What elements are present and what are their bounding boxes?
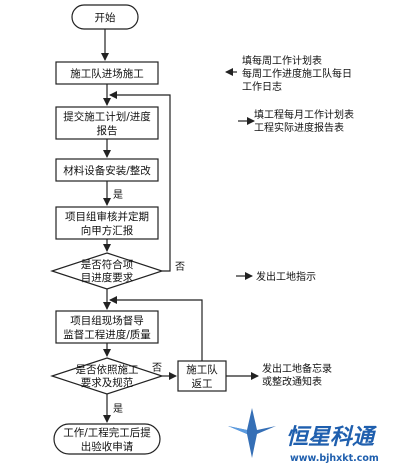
star-logo-icon bbox=[228, 408, 276, 458]
supervise-node: 项目组现场督导 监督工程进度/质量 bbox=[55, 310, 159, 344]
note-weekly: 填每周工作计划表 每周工作进度施工队每日 工作日志 bbox=[225, 54, 352, 93]
rework-label-1: 施工队 bbox=[186, 363, 218, 376]
watermark-logo: 恒星科通 www.bjhxkt.com bbox=[228, 408, 379, 464]
no-label-2: 否 bbox=[152, 362, 162, 374]
submit-plan-node: 提交施工计划/进度 报告 bbox=[55, 106, 159, 140]
watermark-url: www.bjhxkt.com bbox=[290, 453, 379, 464]
yes-label-1: 是 bbox=[113, 189, 123, 201]
note-site-instruction-text: 发出工地指示 bbox=[256, 270, 316, 283]
note-weekly-line-1: 填每周工作计划表 bbox=[242, 54, 322, 67]
rework-label-2: 返工 bbox=[192, 378, 213, 390]
note-site-instruction: 发出工地指示 bbox=[236, 270, 316, 283]
review-label-2: 向甲方汇报 bbox=[81, 224, 134, 237]
decision-spec-node: 是否依照施工 要求及规范 bbox=[50, 357, 164, 395]
install-node: 材料设备安装/整改 bbox=[55, 158, 159, 182]
team-enters-label: 施工队进场施工 bbox=[70, 67, 144, 80]
decision-progress-node: 是否符合项 目进度要求 bbox=[50, 252, 164, 290]
final-node: 工作/工程完工后提 出验收申请 bbox=[53, 423, 161, 455]
note-memo-line-1: 发出工地备忘录 bbox=[262, 362, 332, 375]
note-weekly-line-2: 每周工作进度施工队每日 bbox=[242, 67, 352, 80]
start-label: 开始 bbox=[95, 11, 116, 24]
arrow-rework-to-supervise bbox=[109, 296, 203, 361]
note-monthly: 填工程每月工作计划表 工程实际进度报告表 bbox=[238, 108, 354, 134]
no-label-1: 否 bbox=[175, 261, 185, 273]
arrow-no-loop-to-plan bbox=[109, 91, 171, 272]
supervise-label-2: 监督工程进度/质量 bbox=[63, 328, 151, 341]
note-weekly-line-3: 工作日志 bbox=[242, 80, 282, 93]
decision-progress-label-1: 是否符合项 bbox=[81, 258, 134, 271]
decision-spec-label-2: 要求及规范 bbox=[81, 376, 134, 389]
team-enters-node: 施工队进场施工 bbox=[55, 61, 159, 85]
start-node: 开始 bbox=[71, 4, 139, 30]
note-memo-line-2: 或整改通知表 bbox=[262, 375, 322, 388]
decision-progress-label-2: 目进度要求 bbox=[81, 271, 134, 284]
note-memo: 发出工地备忘录 或整改通知表 bbox=[262, 362, 332, 388]
supervise-label-1: 项目组现场督导 bbox=[70, 314, 144, 327]
note-monthly-line-2: 工程实际进度报告表 bbox=[254, 121, 344, 134]
yes-label-2: 是 bbox=[113, 403, 123, 415]
install-label: 材料设备安装/整改 bbox=[63, 164, 151, 177]
watermark-brand: 恒星科通 bbox=[286, 425, 378, 450]
final-label-1: 工作/工程完工后提 bbox=[63, 426, 151, 439]
submit-plan-label-1: 提交施工计划/进度 bbox=[63, 110, 151, 123]
rework-node: 施工队 返工 bbox=[177, 360, 227, 392]
submit-plan-label-2: 报告 bbox=[97, 124, 118, 137]
final-label-2: 出验收申请 bbox=[81, 440, 134, 453]
review-node: 项目组审核并定期 向甲方汇报 bbox=[55, 206, 159, 240]
star-logo-highlight bbox=[228, 426, 247, 434]
note-monthly-line-1: 填工程每月工作计划表 bbox=[254, 108, 354, 121]
decision-spec-label-1: 是否依照施工 bbox=[76, 363, 139, 376]
review-label-1: 项目组审核并定期 bbox=[65, 210, 149, 223]
